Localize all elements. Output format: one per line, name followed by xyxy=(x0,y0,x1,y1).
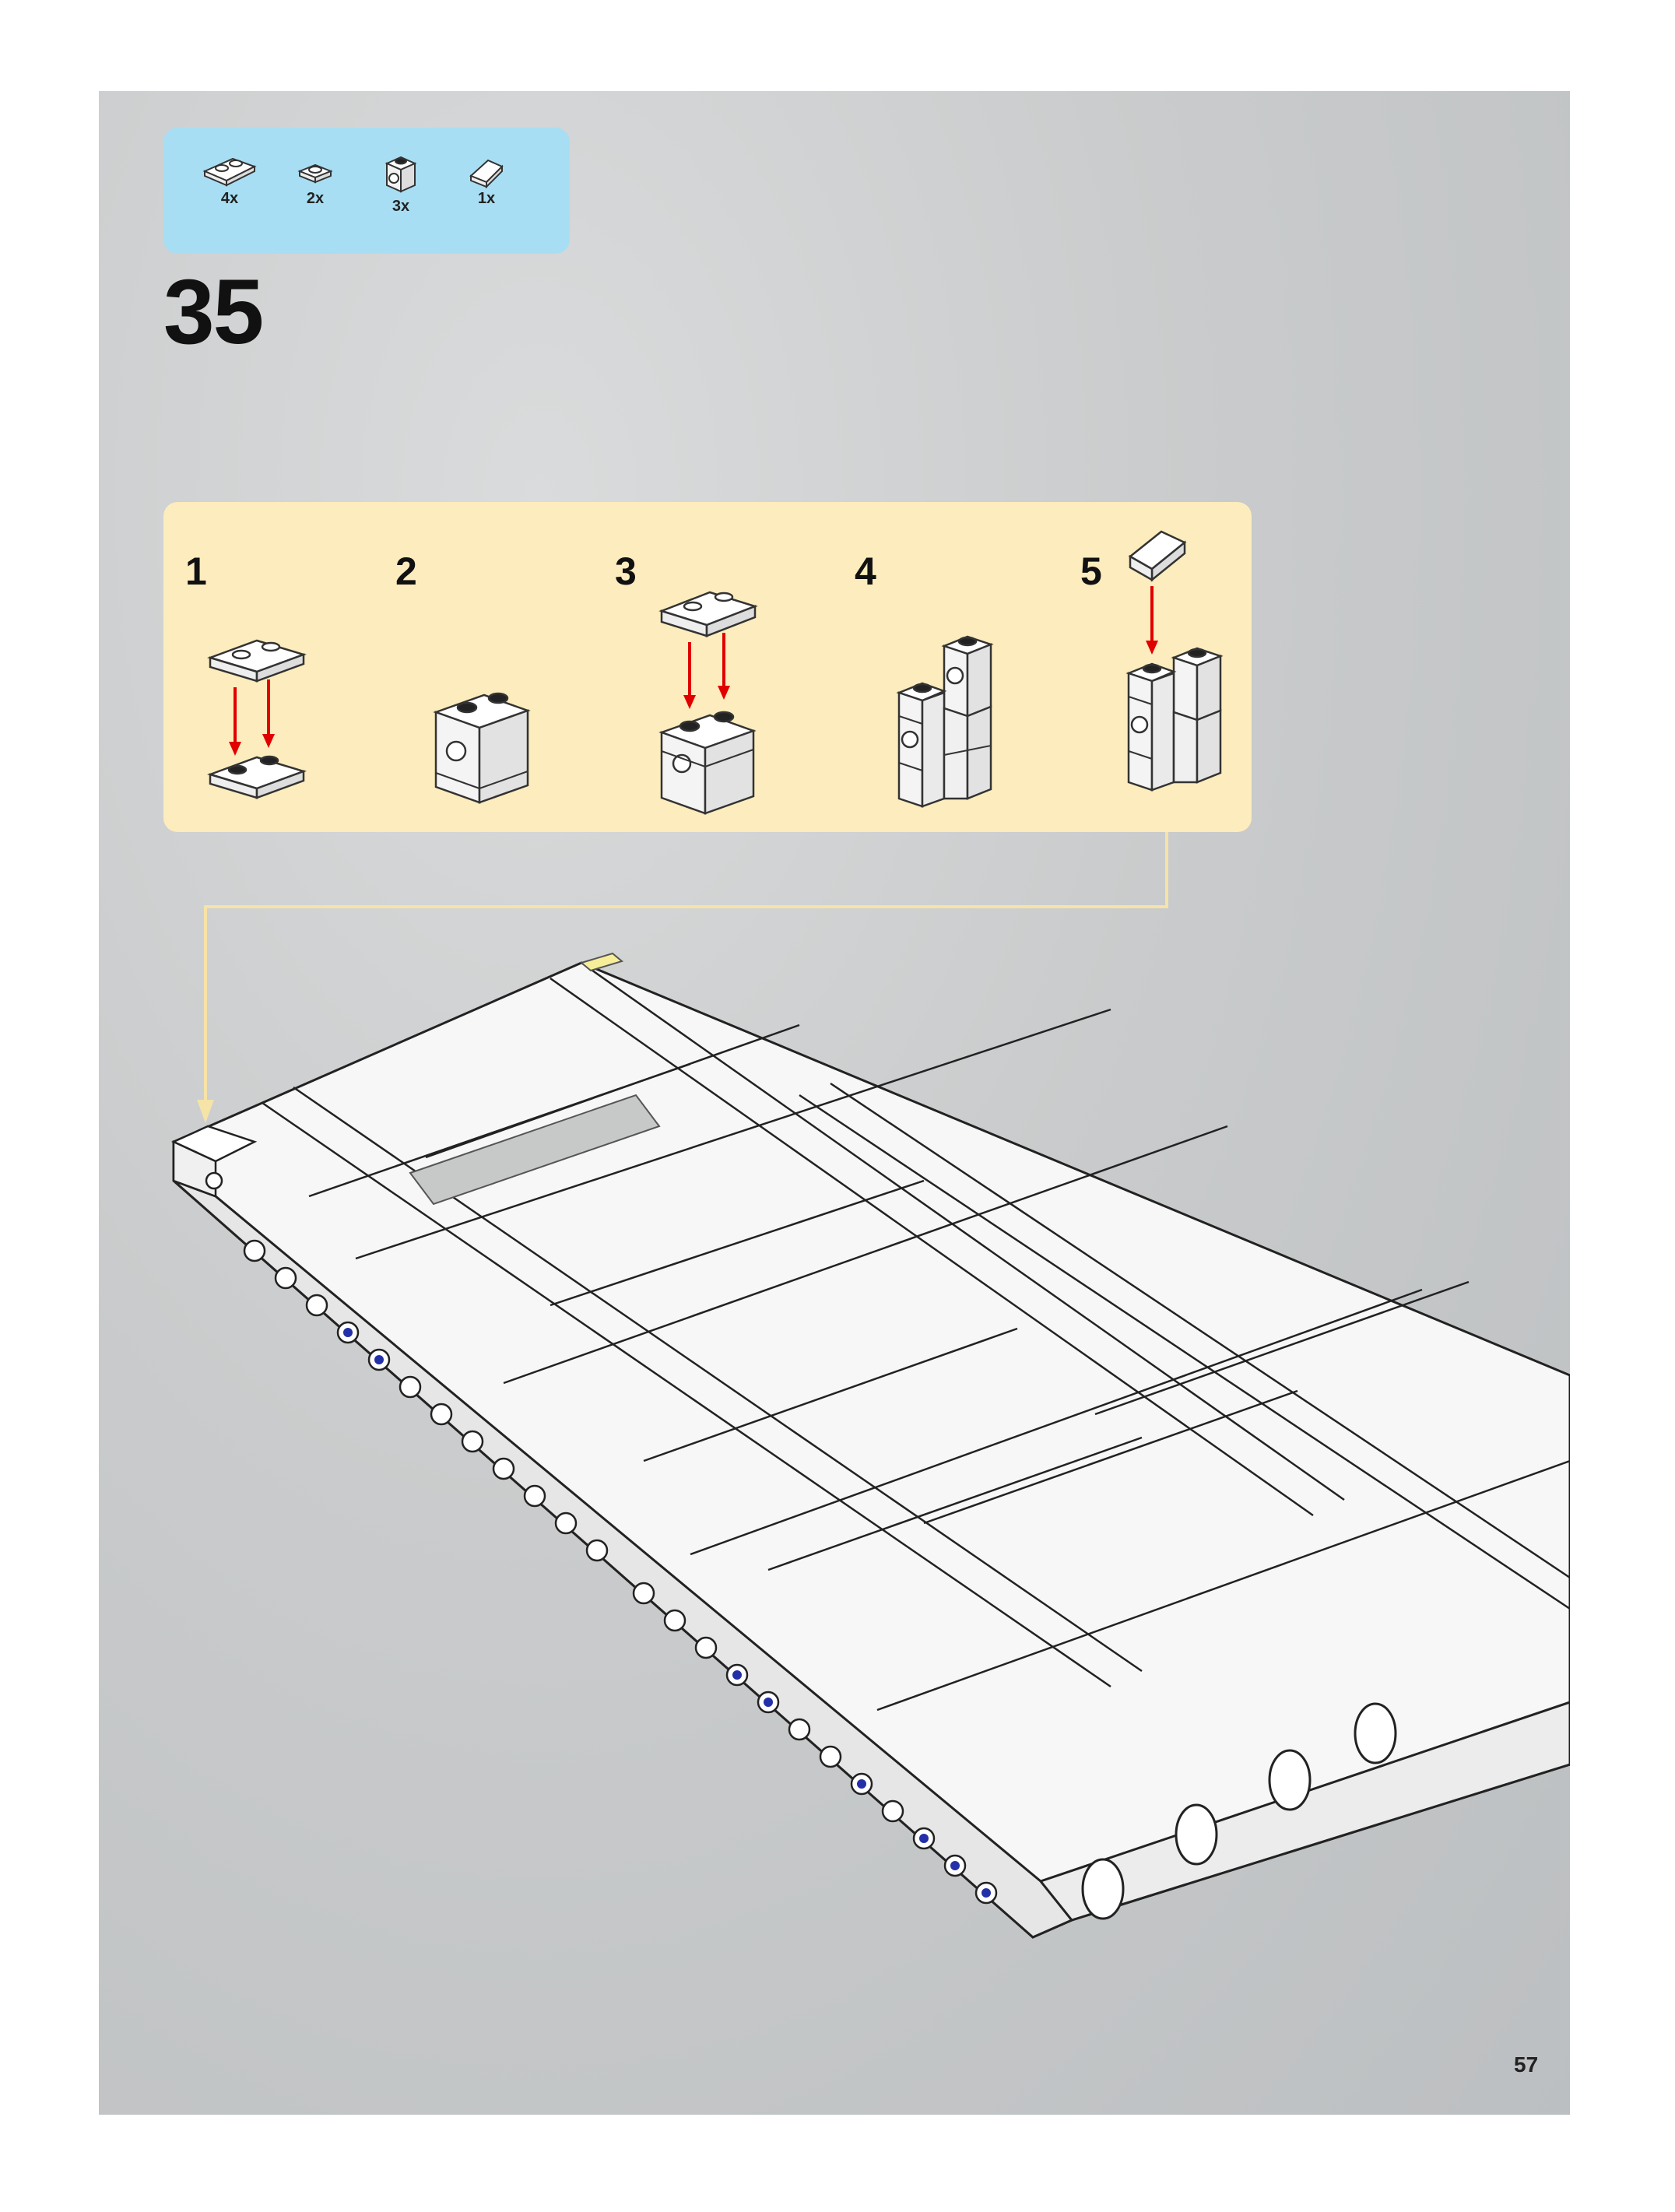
page-number: 57 xyxy=(1514,2052,1538,2077)
main-model-illustration xyxy=(99,91,1570,2115)
instruction-page: 4x 2x 3x xyxy=(99,91,1570,2115)
